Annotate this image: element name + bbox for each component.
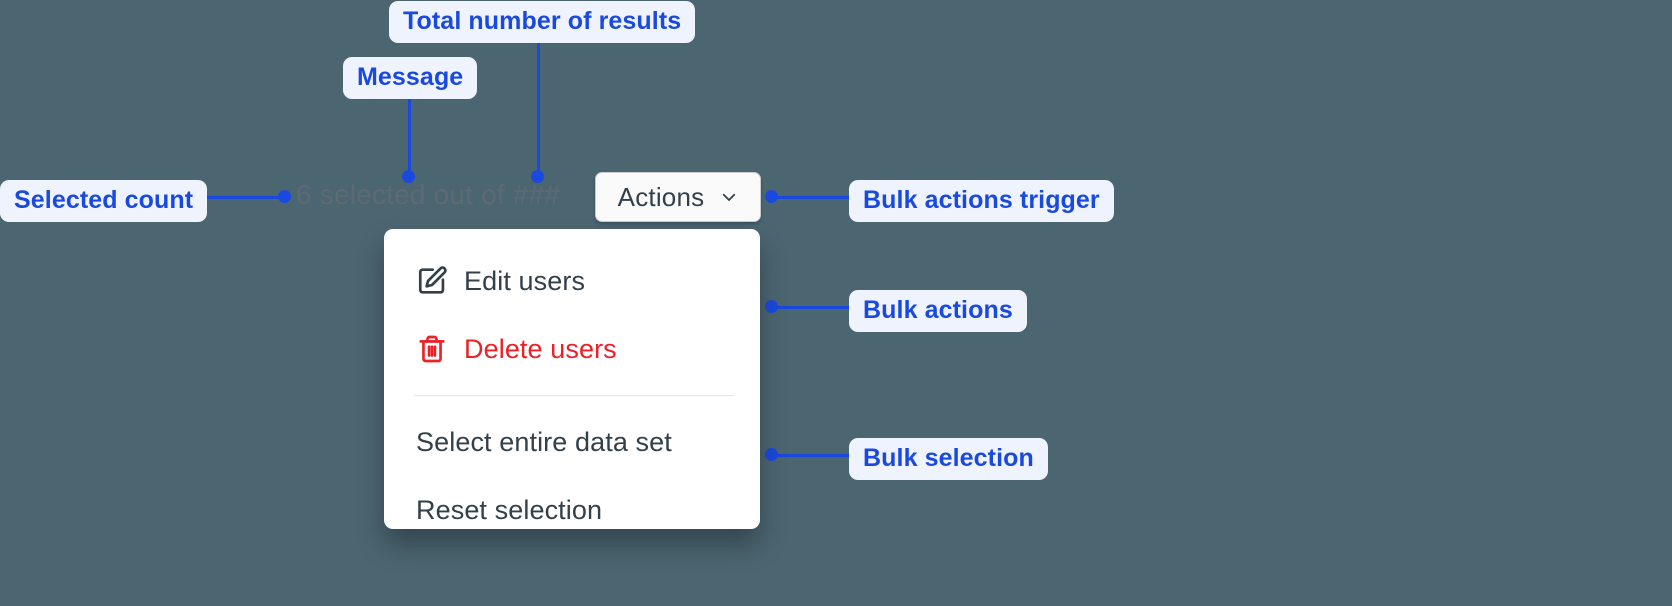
annotation-total-number-of-results: Total number of results [389, 1, 696, 44]
menu-item-reset-selection[interactable]: Reset selection [384, 476, 760, 544]
connector-line-message [408, 93, 411, 178]
annotation-selected-count: Selected count [0, 180, 208, 223]
chevron-down-icon [720, 188, 738, 206]
menu-item-select-entire-data-set[interactable]: Select entire data set [384, 408, 760, 476]
menu-divider [414, 395, 734, 396]
connector-dot-bulk-actions [765, 300, 778, 313]
connector-line-total-results [537, 38, 540, 178]
trash-icon [416, 333, 448, 365]
annotation-bulk-actions: Bulk actions [849, 290, 1027, 333]
menu-item-label: Edit users [464, 265, 586, 296]
bulk-actions-trigger-label: Actions [617, 181, 705, 212]
connector-dot-message [402, 170, 415, 183]
annotation-bulk-actions-trigger: Bulk actions trigger [849, 180, 1114, 223]
bulk-actions-menu[interactable]: Edit users Delete users Select entire da… [384, 229, 760, 529]
connector-line-bulk-selection [772, 454, 858, 457]
menu-item-label: Reset selection [416, 494, 603, 525]
menu-item-label: Delete users [464, 333, 617, 364]
connector-line-bulk-actions [772, 306, 858, 309]
annotation-message: Message [343, 57, 478, 100]
connector-dot-selected-count [278, 190, 291, 203]
selection-count-message: 6 selected out of ### [296, 179, 561, 210]
connector-line-selected-count [200, 196, 288, 199]
connector-line-bulk-actions-trigger [772, 196, 858, 199]
connector-dot-bulk-selection [765, 448, 778, 461]
edit-square-pencil-icon [416, 265, 448, 297]
menu-item-edit-users[interactable]: Edit users [384, 247, 760, 315]
bulk-actions-trigger-button[interactable]: Actions [595, 172, 761, 222]
menu-item-label: Select entire data set [416, 426, 672, 457]
connector-dot-total-results [531, 170, 544, 183]
menu-item-delete-users[interactable]: Delete users [384, 315, 760, 383]
annotation-bulk-selection: Bulk selection [849, 438, 1048, 481]
connector-dot-bulk-actions-trigger [765, 190, 778, 203]
